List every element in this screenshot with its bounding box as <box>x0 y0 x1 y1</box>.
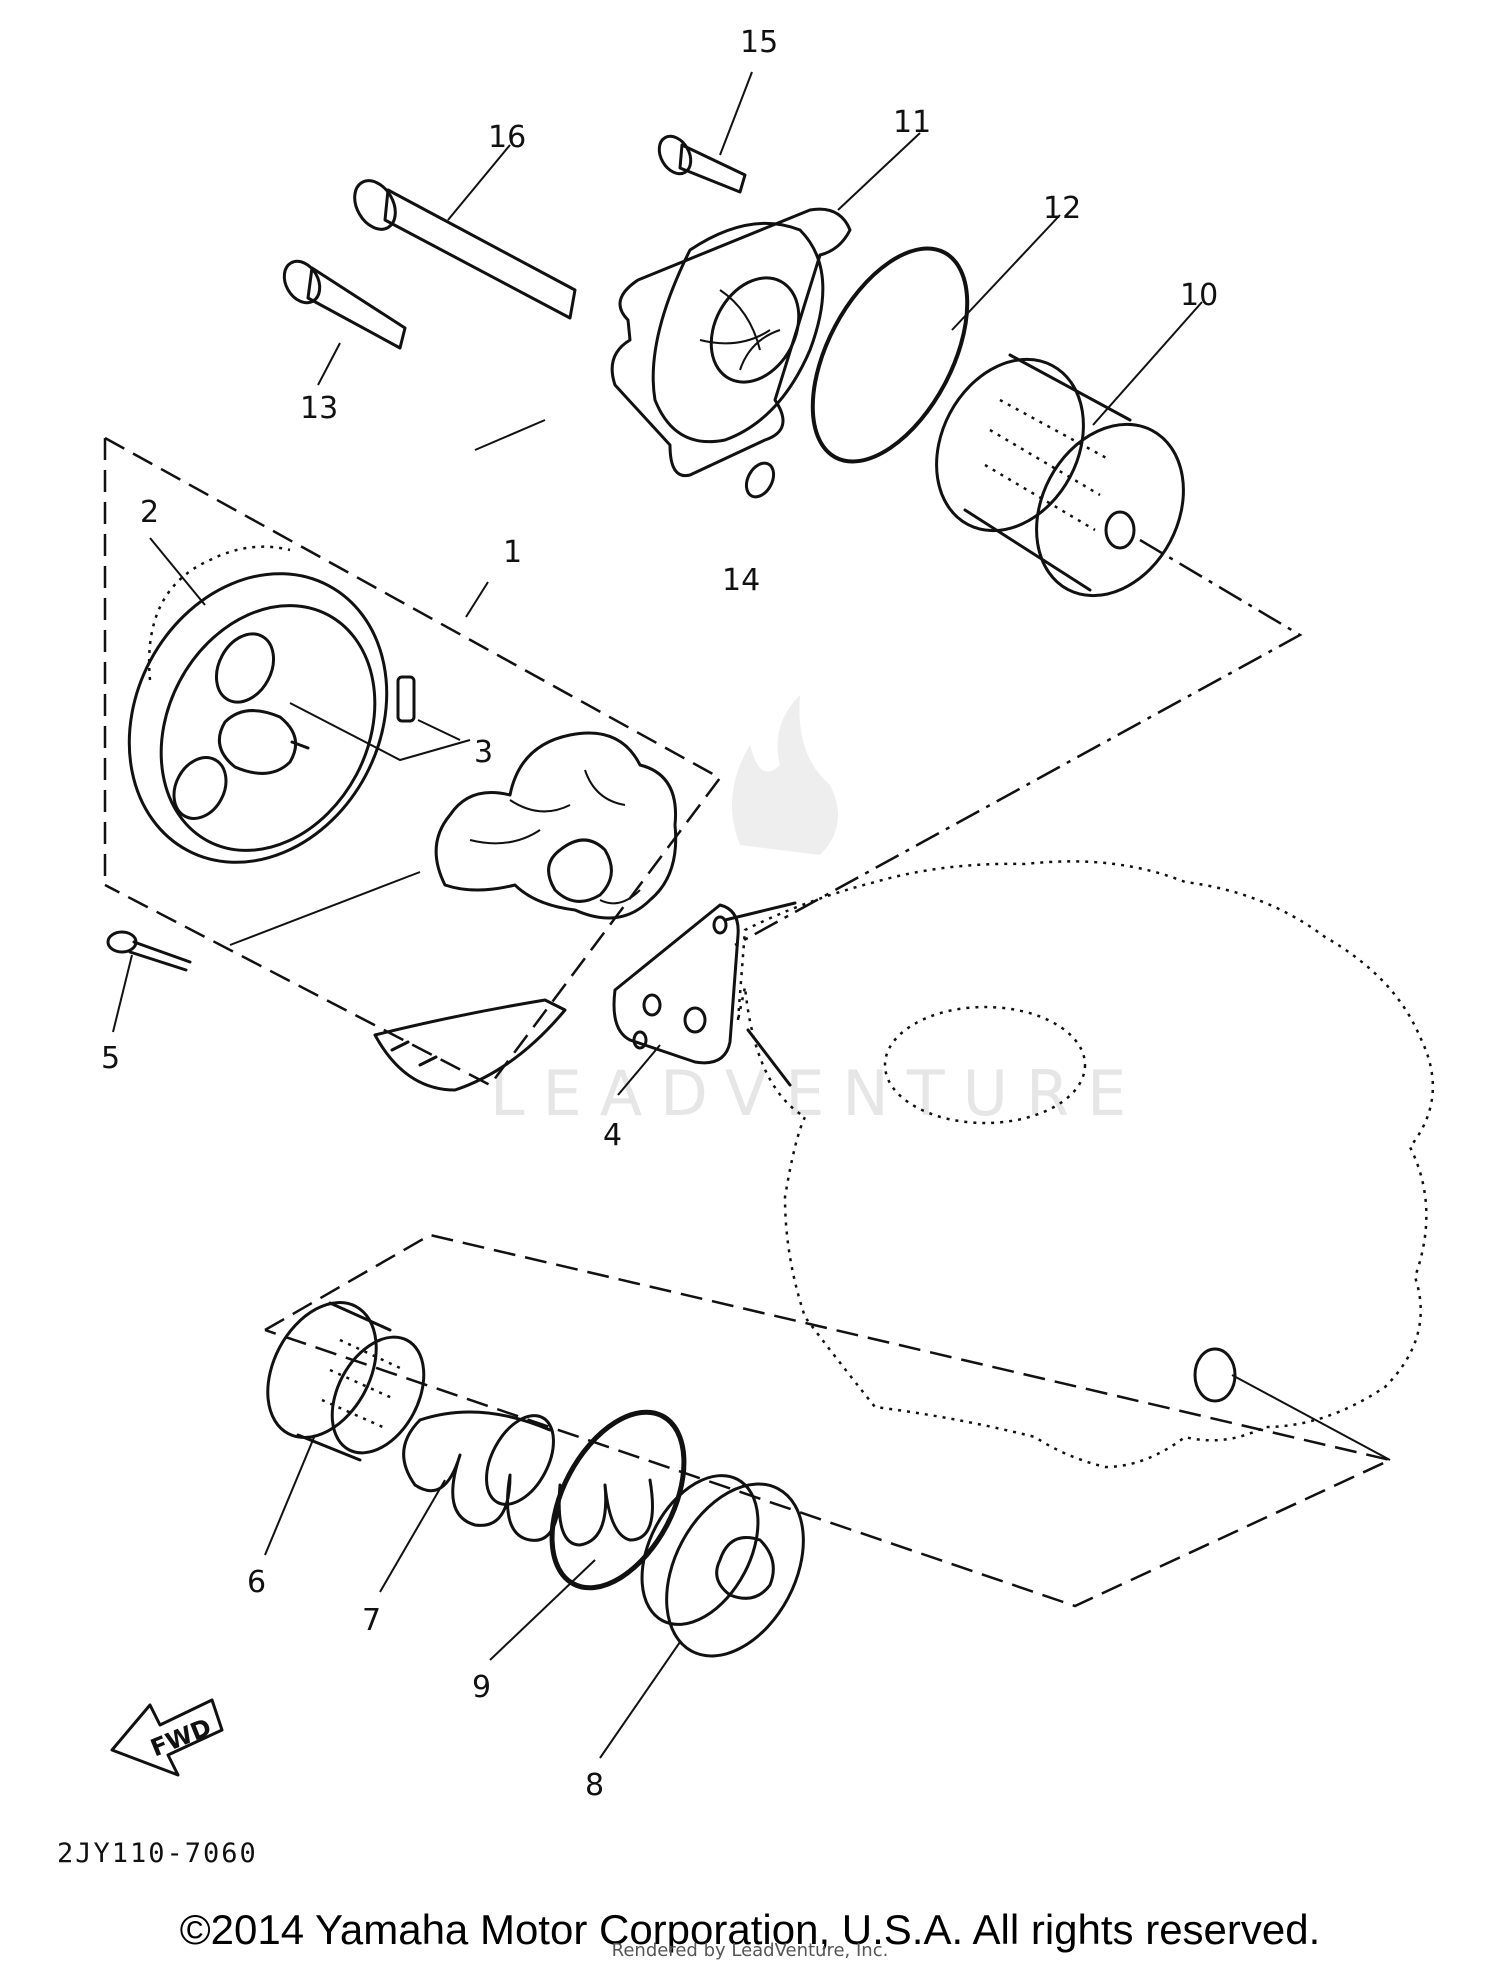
callout-5: 5 <box>101 1041 120 1076</box>
oil-filter-part-10 <box>734 353 1303 947</box>
bolt-part-13 <box>282 259 407 350</box>
relief-valve-bracket <box>264 1233 1394 1608</box>
small-o-ring-part-14 <box>744 461 776 499</box>
diagram-part-code: 2JY110-7060 <box>57 1838 258 1869</box>
callout-4: 4 <box>603 1118 622 1153</box>
callout-13: 13 <box>300 391 338 426</box>
callout-12: 12 <box>1043 191 1081 226</box>
callout-7: 7 <box>362 1603 381 1638</box>
callout-15: 15 <box>740 25 778 60</box>
callout-16: 16 <box>488 120 526 155</box>
callout-6: 6 <box>247 1565 266 1600</box>
valve-piston-part-6 <box>266 1301 426 1462</box>
gasket-part-4 <box>612 903 740 1065</box>
o-ring-part-9 <box>549 1409 687 1591</box>
callout-9: 9 <box>472 1670 491 1705</box>
filter-cover-part-11 <box>474 207 852 478</box>
plug-bolt-part-8 <box>640 1474 805 1658</box>
forward-arrow-icon: FWD <box>110 1698 224 1777</box>
callout-3: 3 <box>474 735 493 770</box>
callout-1: 1 <box>503 535 522 570</box>
drive-gear-part <box>127 545 389 864</box>
bolt-part-15 <box>657 134 747 194</box>
leader-lines <box>112 71 1203 1759</box>
callout-11: 11 <box>893 105 931 140</box>
screw-part-5 <box>106 930 192 972</box>
crankcase-outline <box>723 860 1435 1469</box>
spring-part-7 <box>402 1410 654 1547</box>
o-ring-part-12 <box>810 246 970 464</box>
pin-part <box>289 675 471 762</box>
copyright-notice: ©2014 Yamaha Motor Corporation, U.S.A. A… <box>179 1906 1321 1953</box>
callout-2: 2 <box>140 495 159 530</box>
rendered-by-credit: Rendered by LeadVenture, Inc. <box>611 1940 889 1961</box>
watermark-text: LEADVENTURE <box>490 1057 1144 1130</box>
callout-8: 8 <box>585 1768 604 1803</box>
watermark: LEADVENTURE <box>490 695 1144 1130</box>
callout-14: 14 <box>722 563 760 598</box>
callout-10: 10 <box>1180 278 1218 313</box>
oil-pump-body-part <box>229 731 678 1092</box>
pump-assembly-bracket <box>104 436 722 1087</box>
long-bolt-part-16 <box>353 179 577 320</box>
